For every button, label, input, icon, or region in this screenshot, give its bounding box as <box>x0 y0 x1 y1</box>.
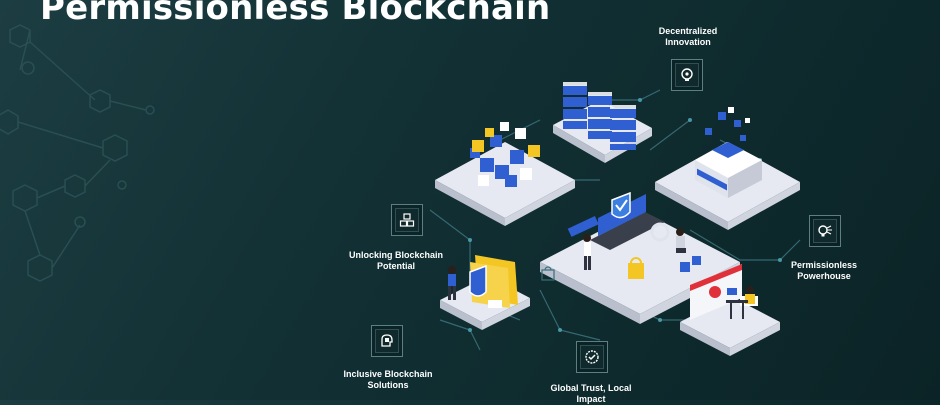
servers-platform <box>553 82 652 163</box>
feature-icon-box-global-trust <box>576 341 608 373</box>
padlock-node <box>541 266 555 281</box>
shield-check-badge-icon <box>585 350 599 364</box>
page-title: Permissionless Blockchain <box>40 0 551 28</box>
feature-label-decentralized: Decentralized Innovation <box>658 26 718 47</box>
person-figure-4 <box>745 286 755 304</box>
cubes-icon <box>399 213 415 227</box>
feature-icon-box-inclusive <box>371 325 403 357</box>
feature-label-inclusive: Inclusive Blockchain Solutions <box>343 369 433 390</box>
person-figure-2 <box>676 228 686 253</box>
feature-icon-box-permissionless <box>809 215 841 247</box>
feature-label-global-trust: Global Trust, Local Impact <box>550 383 632 404</box>
lightbulb-gear-icon <box>681 68 693 81</box>
feature-icon-box-decentralized <box>671 59 703 91</box>
feature-label-permissionless: Permissionless Powerhouse <box>790 260 858 281</box>
person-figure-1 <box>583 234 591 270</box>
feature-label-unlocking: Unlocking Blockchain Potential <box>348 250 444 271</box>
person-figure-3 <box>448 266 456 300</box>
feature-icon-box-unlocking <box>391 204 423 236</box>
dashboard-platform <box>680 264 780 356</box>
lightbulb-circuit-icon <box>818 225 832 237</box>
folder-security-platform <box>440 255 530 330</box>
brain-chip-icon <box>381 334 393 347</box>
stacked-block-platform <box>655 107 800 230</box>
cubes-platform <box>435 122 575 226</box>
hex-network-decoration <box>0 24 155 282</box>
